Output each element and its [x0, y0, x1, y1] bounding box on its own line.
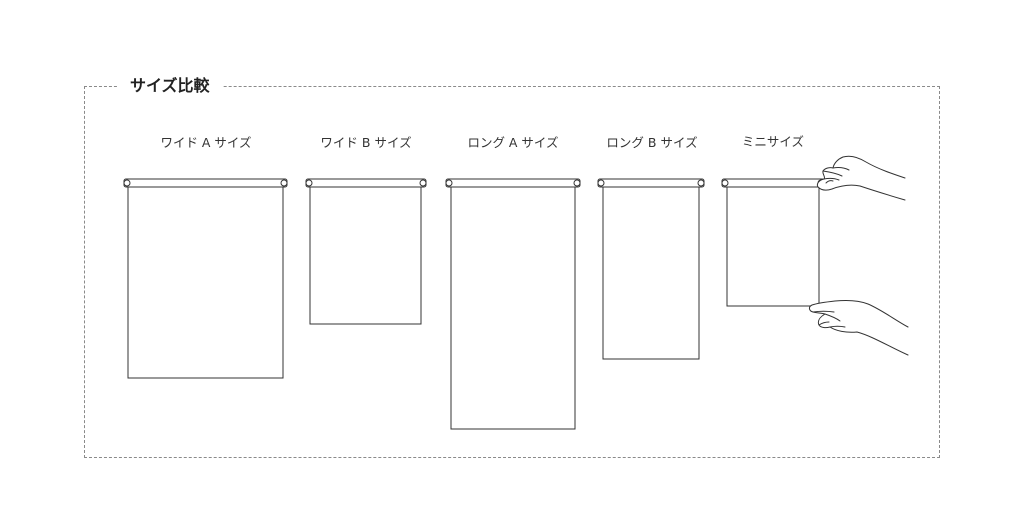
- poster-wide-b: [305, 178, 427, 325]
- bar-end-cap: [280, 179, 288, 187]
- bar-end-cap: [419, 179, 427, 187]
- hanger-bar: [597, 178, 705, 188]
- bar-end-cap: [721, 179, 729, 187]
- bar-end-cap: [697, 179, 705, 187]
- section-title: サイズ比較: [118, 74, 222, 98]
- bar-end-cap: [597, 179, 605, 187]
- poster-mini: [721, 178, 825, 307]
- poster-sheet: [309, 186, 422, 325]
- label-wide-b: ワイド B サイズ: [320, 135, 412, 150]
- label-long-b: ロング B サイズ: [606, 135, 698, 150]
- label-long-a: ロング A サイズ: [467, 135, 559, 150]
- poster-long-a: [445, 178, 581, 430]
- hanger-bar: [445, 178, 581, 188]
- bar-end-cap: [445, 179, 453, 187]
- bar-end-cap: [305, 179, 313, 187]
- hand-upper-icon: [816, 155, 906, 201]
- hand-lower-icon: [809, 299, 909, 356]
- poster-sheet: [127, 186, 284, 379]
- poster-sheet: [602, 186, 700, 360]
- poster-long-b: [597, 178, 705, 360]
- hanger-bar: [123, 178, 288, 188]
- label-mini: ミニサイズ: [741, 134, 805, 149]
- poster-sheet: [726, 186, 820, 307]
- bar-end-cap: [123, 179, 131, 187]
- hanger-bar: [721, 178, 825, 188]
- bar-end-cap: [573, 179, 581, 187]
- comparison-frame: [84, 86, 940, 458]
- hanger-bar: [305, 178, 427, 188]
- poster-sheet: [450, 186, 576, 430]
- label-wide-a: ワイド A サイズ: [160, 135, 252, 150]
- poster-wide-a: [123, 178, 288, 379]
